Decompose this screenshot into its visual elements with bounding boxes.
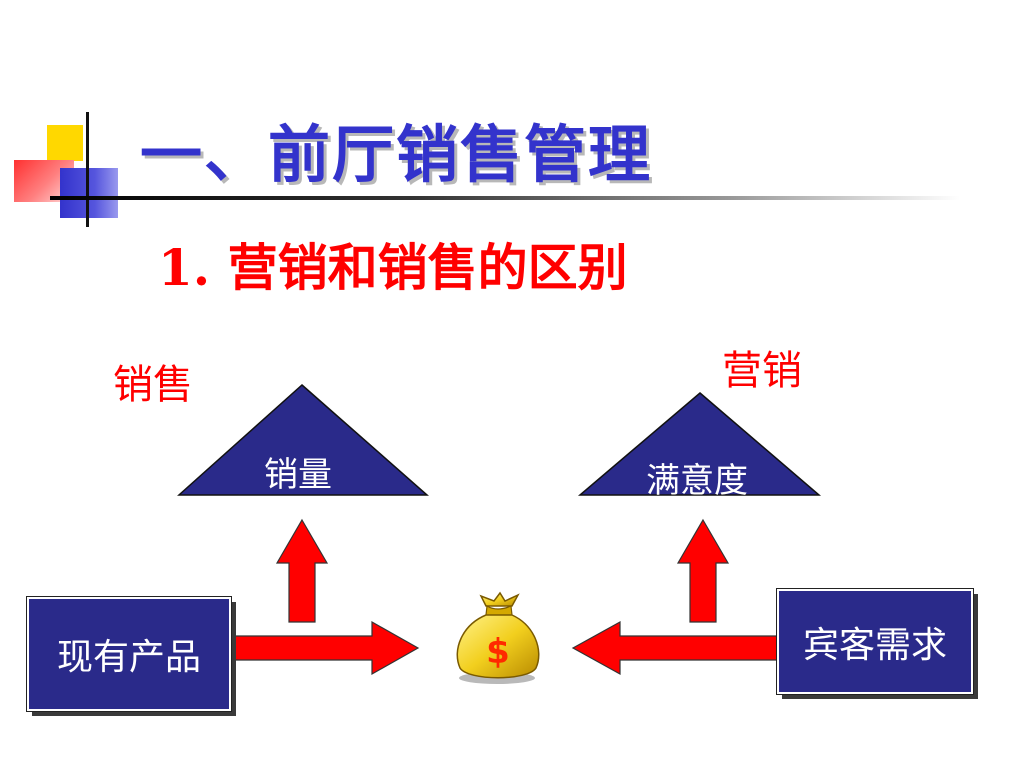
page-title: 一、前厅销售管理: [140, 118, 653, 191]
existing-products-box: 现有产品: [26, 596, 232, 712]
title-decoration-vertical-line: [86, 112, 89, 227]
marketing-label: 营销: [722, 348, 802, 394]
money-bag-icon: [456, 591, 540, 684]
left-up-arrow: [275, 518, 329, 623]
title-underline: [50, 196, 960, 200]
guest-demand-box: 宾客需求: [776, 588, 974, 695]
sales-label: 销售: [113, 362, 193, 408]
guest-demand-text: 宾客需求: [802, 624, 947, 666]
existing-products-text: 现有产品: [56, 637, 201, 678]
satisfaction-text: 满意度: [646, 461, 748, 501]
dollar-sign: $: [486, 632, 510, 672]
left-arrow: [571, 620, 779, 676]
title-decoration-yellow-square: [47, 125, 83, 161]
sales-volume-text: 销量: [264, 455, 332, 495]
sales-triangle: [177, 383, 429, 496]
marketing-triangle: [577, 392, 822, 496]
page-subtitle: 1. 营销和销售的区别: [158, 238, 628, 297]
right-arrow: [232, 620, 420, 676]
title-decoration-blue-square: [60, 168, 118, 218]
right-up-arrow: [676, 518, 730, 623]
